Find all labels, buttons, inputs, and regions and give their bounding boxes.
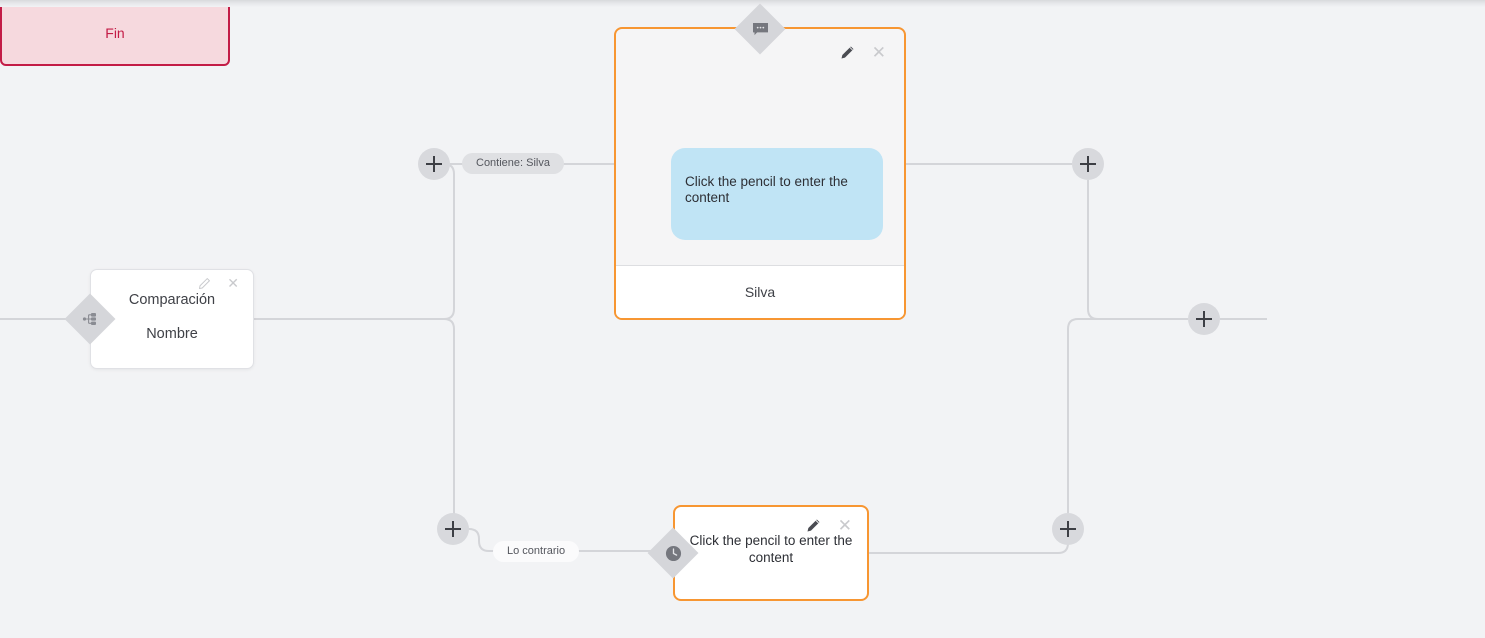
wait-node[interactable]: ✕ Click the pencil to enter the content bbox=[673, 505, 869, 601]
add-node-button-after-wait[interactable] bbox=[1052, 513, 1084, 545]
message-node-footer: Silva bbox=[616, 266, 904, 318]
pencil-icon[interactable] bbox=[198, 277, 211, 290]
message-node-body: Click the pencil to enter the content bbox=[616, 67, 904, 265]
edge-plus-top-to-end-plus bbox=[1087, 180, 1188, 320]
comparison-node[interactable]: ✕ Comparación Nombre bbox=[90, 269, 254, 369]
add-node-button-branch-false[interactable] bbox=[437, 513, 469, 545]
close-icon[interactable]: ✕ bbox=[227, 275, 239, 291]
edge-wait-to-plus bbox=[869, 542, 1069, 554]
message-node-divider bbox=[616, 265, 904, 266]
wait-node-icon-diamond[interactable] bbox=[647, 527, 699, 579]
clock-icon bbox=[663, 543, 683, 563]
wait-node-text: Click the pencil to enter the content bbox=[689, 533, 853, 565]
comparison-node-title: Comparación bbox=[128, 292, 216, 308]
comparison-node-actions: ✕ bbox=[91, 270, 253, 290]
message-node-actions: ✕ bbox=[616, 29, 904, 67]
edge-comparison-to-true bbox=[254, 163, 455, 320]
add-node-button-after-message[interactable] bbox=[1072, 148, 1104, 180]
message-node[interactable]: ✕ Click the pencil to enter the content … bbox=[614, 27, 906, 320]
add-node-button-branch-true[interactable] bbox=[418, 148, 450, 180]
wait-node-actions: ✕ bbox=[675, 507, 867, 535]
add-node-button-before-end[interactable] bbox=[1188, 303, 1220, 335]
comparison-node-icon-diamond[interactable] bbox=[64, 293, 116, 345]
pencil-icon[interactable] bbox=[806, 518, 821, 533]
close-icon[interactable]: ✕ bbox=[871, 42, 886, 62]
pencil-icon[interactable] bbox=[840, 45, 855, 60]
message-node-icon-diamond[interactable] bbox=[734, 3, 786, 55]
end-node[interactable]: Fin bbox=[0, 0, 230, 66]
edge-label-otherwise[interactable]: Lo contrario bbox=[493, 541, 580, 562]
top-edge-shadow bbox=[0, 0, 1485, 7]
edge-plus-bottom-to-end-plus bbox=[1067, 318, 1188, 513]
close-icon[interactable]: ✕ bbox=[837, 515, 852, 535]
comparison-node-subtitle: Nombre bbox=[146, 326, 198, 342]
message-bubble: Click the pencil to enter the content bbox=[671, 148, 883, 240]
chat-bubble-icon bbox=[750, 19, 770, 39]
branch-icon bbox=[80, 309, 100, 329]
edge-label-contains[interactable]: Contiene: Silva bbox=[462, 153, 564, 174]
edge-comparison-to-false bbox=[254, 318, 470, 530]
